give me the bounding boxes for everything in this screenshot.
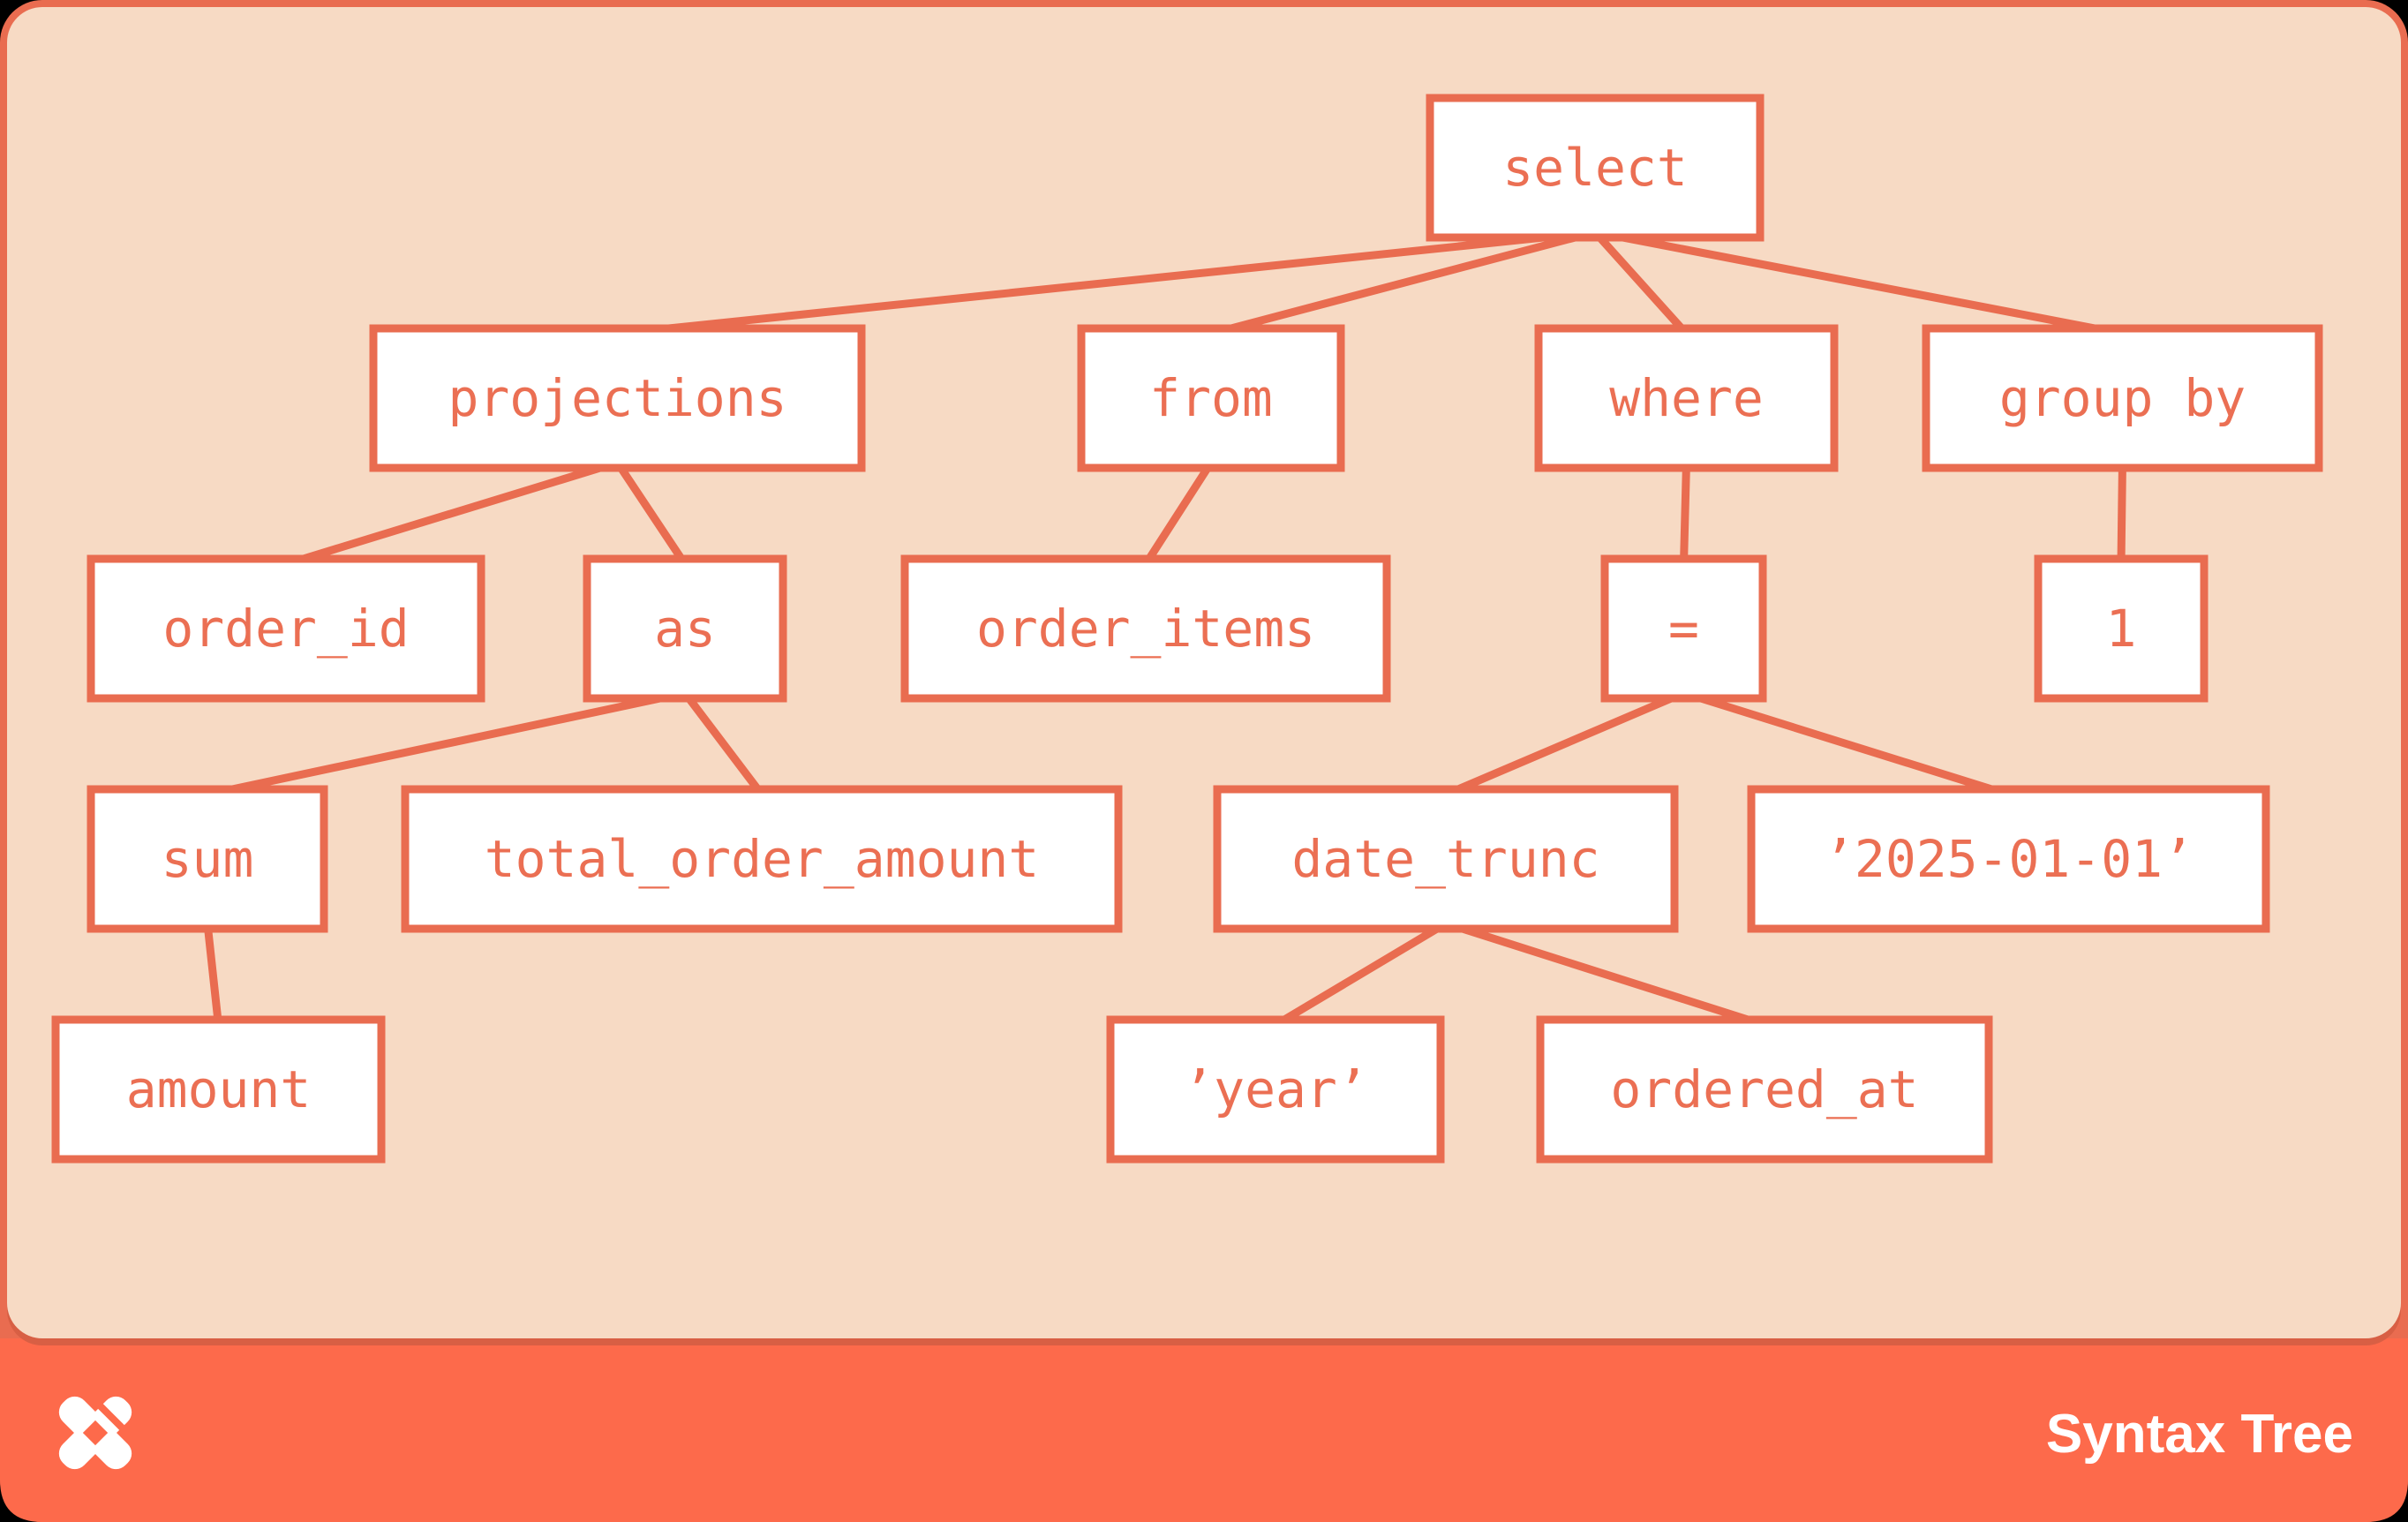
tree-node-box: [1747, 785, 2270, 933]
tree-node-box: [87, 554, 485, 703]
tree-edges: [203, 228, 2126, 1029]
footer-band: [0, 1338, 2408, 1522]
tree-node-label: order_id: [162, 599, 409, 659]
tree-node-box: [1077, 324, 1345, 472]
tree-node-label: ordered_at: [1610, 1059, 1918, 1119]
tree-node-box: [1600, 554, 1767, 703]
tree-node-projections: projections: [369, 324, 866, 472]
tree-node-total_order_amount: total_order_amount: [401, 785, 1123, 933]
tree-node-label: select: [1502, 138, 1688, 198]
tree-node-select: select: [1426, 94, 1765, 242]
tree-node-order_id: order_id: [87, 554, 485, 703]
tree-node-box: [583, 554, 787, 703]
tree-node-box: [87, 785, 328, 933]
tree-node-group_by: group by: [1922, 324, 2323, 472]
tree-node-label: 1: [2106, 599, 2137, 659]
tree-node-label: order_items: [976, 599, 1315, 659]
tree-node-amount: amount: [51, 1015, 386, 1164]
tree-node-label: from: [1149, 368, 1273, 428]
tree-node-label: date_trunc: [1291, 829, 1599, 889]
tree-node-label: projections: [448, 368, 786, 428]
tree-edge-select-group_by: [1594, 228, 2124, 338]
tree-edge-sum-amount: [203, 923, 222, 1026]
tree-edge-where-eq: [1680, 462, 1690, 565]
tree-node-label: ’year’: [1183, 1059, 1368, 1119]
tree-node-label: ’2025-01-01’: [1824, 829, 2194, 889]
tree-node-box: [1426, 94, 1765, 242]
tree-node-box: [1213, 785, 1679, 933]
tree-edge-projections-as: [613, 460, 689, 567]
tree-node-label: as: [654, 599, 716, 659]
tree-node-box: [2034, 554, 2209, 703]
tree-edge-select-where: [1592, 229, 1689, 337]
tree-edge-select-projections: [617, 228, 1596, 338]
tree-node-label: sum: [162, 829, 254, 889]
dbt-logo-icon: [58, 1396, 132, 1470]
tree-edge-as-sum: [207, 689, 686, 799]
tree-node-label: total_order_amount: [485, 829, 1040, 889]
tree-node-box: [1534, 324, 1839, 472]
tree-node-label: where: [1609, 368, 1764, 428]
tree-node-one: 1: [2034, 554, 2209, 703]
tree-node-label: amount: [126, 1059, 312, 1119]
footer-title: Syntax Tree: [2046, 1404, 2353, 1465]
tree-edge-group_by-one: [2117, 462, 2126, 565]
tree-node-label: group by: [1999, 368, 2246, 428]
tree-edge-date_trunc-year_literal: [1273, 920, 1449, 1028]
tree-node-box: [51, 1015, 386, 1164]
tree-node-box: [1536, 1015, 1993, 1164]
tree-node-label: =: [1668, 599, 1699, 659]
tree-node-ordered_at: ordered_at: [1536, 1015, 1993, 1164]
tree-nodes: select projections from where group by order_…: [51, 94, 2323, 1164]
tree-node-year_literal: ’year’: [1106, 1015, 1445, 1164]
tree-node-from: from: [1077, 324, 1345, 472]
tree-node-box: [900, 554, 1391, 703]
tree-node-as: as: [583, 554, 787, 703]
tree-edge-date_trunc-ordered_at: [1444, 919, 1766, 1029]
tree-edge-projections-order_id: [284, 458, 619, 569]
tree-node-eq: =: [1600, 554, 1767, 703]
tree-node-box: [1106, 1015, 1445, 1164]
tree-node-box: [369, 324, 866, 472]
tree-edge-from-order_items: [1142, 460, 1215, 567]
tree-edge-eq-date_literal: [1682, 689, 2010, 799]
tree-node-sum: sum: [87, 785, 328, 933]
tree-edge-select-from: [1209, 228, 1597, 338]
tree-node-where: where: [1534, 324, 1839, 472]
tree-edge-as-total_order_amount: [681, 690, 765, 797]
tree-node-box: [1922, 324, 2323, 472]
tree-node-date_literal: ’2025-01-01’: [1747, 785, 2270, 933]
tree-node-box: [401, 785, 1123, 933]
tree-edge-eq-date_trunc: [1444, 689, 1686, 799]
tree-node-order_items: order_items: [900, 554, 1391, 703]
tree-node-date_trunc: date_trunc: [1213, 785, 1679, 933]
